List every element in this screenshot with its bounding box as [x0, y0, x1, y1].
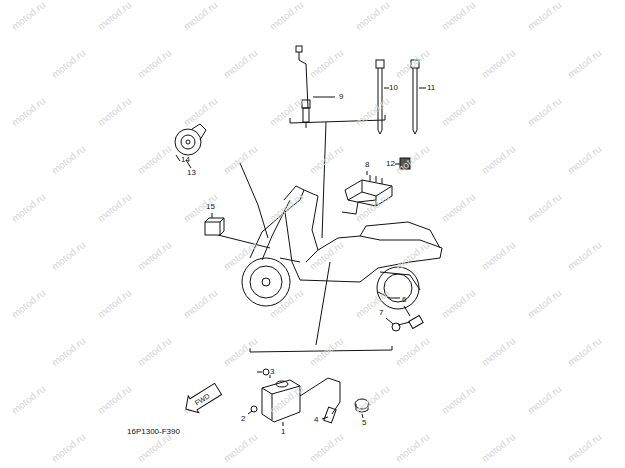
callout-number: 4: [314, 416, 318, 424]
watermark: motod.ru: [10, 288, 47, 320]
watermark: motod.ru: [50, 240, 87, 272]
watermark: motod.ru: [136, 432, 173, 464]
watermark: motod.ru: [96, 288, 133, 320]
callout-number: 1: [281, 428, 285, 436]
watermark: motod.ru: [96, 384, 133, 416]
watermark: motod.ru: [480, 432, 517, 464]
callout-number: 7: [379, 309, 383, 317]
relay: [205, 213, 224, 235]
watermark: motod.ru: [480, 240, 517, 272]
drawing-code: 16P1300-F390: [127, 428, 180, 436]
watermark: motod.ru: [10, 96, 47, 128]
horn: [175, 124, 206, 168]
watermark: motod.ru: [480, 48, 517, 80]
watermark: motod.ru: [136, 144, 173, 176]
watermark: motod.ru: [10, 192, 47, 224]
watermark: motod.ru: [222, 432, 259, 464]
watermark: motod.ru: [222, 48, 259, 80]
callout-number: 10: [389, 84, 398, 92]
watermark: motod.ru: [308, 48, 345, 80]
watermark: motod.ru: [394, 336, 431, 368]
callout-number: 13: [187, 169, 196, 177]
watermark: motod.ru: [354, 384, 391, 416]
callout-number: 3: [270, 368, 274, 376]
watermark: motod.ru: [10, 0, 47, 32]
watermark: motod.ru: [354, 192, 391, 224]
watermark: motod.ru: [268, 288, 305, 320]
watermark: motod.ru: [96, 96, 133, 128]
watermark: motod.ru: [440, 0, 477, 32]
bolt: [263, 369, 269, 375]
watermark: motod.ru: [394, 240, 431, 272]
watermark: motod.ru: [10, 384, 47, 416]
watermark: motod.ru: [566, 48, 603, 80]
callout-number: 8: [365, 161, 369, 169]
watermark: motod.ru: [394, 432, 431, 464]
watermark: motod.ru: [136, 336, 173, 368]
watermark: motod.ru: [136, 48, 173, 80]
watermark: motod.ru: [222, 240, 259, 272]
watermark: motod.ru: [526, 288, 563, 320]
ignition-coil: [262, 375, 340, 426]
watermark: motod.ru: [50, 432, 87, 464]
watermark: motod.ru: [526, 192, 563, 224]
watermark: motod.ru: [50, 336, 87, 368]
watermark: motod.ru: [526, 384, 563, 416]
leader-line: [250, 262, 392, 352]
fuse: [386, 306, 423, 331]
watermark: motod.ru: [480, 144, 517, 176]
watermark: motod.ru: [268, 96, 305, 128]
watermark: motod.ru: [354, 0, 391, 32]
callout-number: 9: [339, 93, 343, 101]
watermark: motod.ru: [182, 288, 219, 320]
watermark: motod.ru: [440, 384, 477, 416]
scooter: [242, 186, 442, 309]
watermark: motod.ru: [526, 96, 563, 128]
watermark: motod.ru: [182, 96, 219, 128]
watermark: motod.ru: [308, 144, 345, 176]
watermark: motod.ru: [566, 432, 603, 464]
watermark: motod.ru: [96, 192, 133, 224]
watermark: motod.ru: [566, 336, 603, 368]
callout-number: 14: [181, 156, 190, 164]
callout-number: 5: [362, 419, 366, 427]
watermark: motod.ru: [268, 0, 305, 32]
callout-number: 11: [427, 84, 435, 92]
watermark: motod.ru: [136, 240, 173, 272]
watermark: motod.ru: [354, 288, 391, 320]
watermark: motod.ru: [308, 432, 345, 464]
watermark: motod.ru: [526, 0, 563, 32]
watermark: motod.ru: [308, 336, 345, 368]
watermark: motod.ru: [50, 144, 87, 176]
watermark: motod.ru: [440, 288, 477, 320]
watermark: motod.ru: [566, 240, 603, 272]
leader-line: [240, 163, 268, 238]
watermark: motod.ru: [182, 0, 219, 32]
watermark: motod.ru: [222, 144, 259, 176]
watermark: motod.ru: [354, 96, 391, 128]
watermark: motod.ru: [440, 192, 477, 224]
callout-number: 6: [402, 296, 406, 304]
watermark: motod.ru: [480, 336, 517, 368]
callout-number: 2: [241, 415, 245, 423]
watermark: motod.ru: [566, 144, 603, 176]
watermark: motod.ru: [96, 0, 133, 32]
watermark: motod.ru: [440, 96, 477, 128]
leader-line: [290, 115, 385, 238]
callout-number: 12: [386, 160, 395, 168]
watermark: motod.ru: [50, 48, 87, 80]
